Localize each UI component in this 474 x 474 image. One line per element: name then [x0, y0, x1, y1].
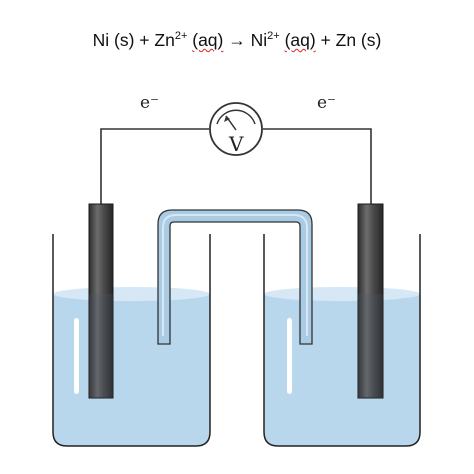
left-solution-surface — [53, 287, 210, 301]
equation-aq-product: (aq) — [284, 30, 316, 50]
external-wire — [100, 128, 372, 204]
electron-label-left: e⁻ — [140, 93, 159, 113]
right-glass-highlight — [287, 318, 292, 394]
voltmeter: V — [209, 102, 263, 156]
cell-reaction-equation: Ni (s) + Zn2+ (aq) → Ni2+ (aq) + Zn (s) — [0, 30, 474, 51]
left-beaker — [52, 234, 211, 447]
right-beaker — [263, 234, 421, 447]
electron-label-right: e⁻ — [317, 93, 336, 113]
equation-zn-product: + Zn (s) — [315, 30, 382, 50]
equation-aq-reactant: (aq) — [192, 30, 224, 50]
right-solution-surface — [264, 287, 420, 301]
left-glass-highlight — [74, 318, 79, 394]
equation-zn-charge: 2+ — [174, 30, 188, 42]
salt-bridge — [157, 209, 313, 345]
equation-arrow: → — [223, 30, 251, 50]
voltmeter-label: V — [228, 132, 244, 156]
equation-reactant-text: Ni (s) + Zn — [92, 30, 175, 50]
equation-ni-charge: 2+ — [267, 30, 280, 42]
right-electrode — [357, 203, 384, 399]
left-electrode — [88, 203, 114, 399]
equation-ni-product: Ni — [250, 30, 268, 50]
